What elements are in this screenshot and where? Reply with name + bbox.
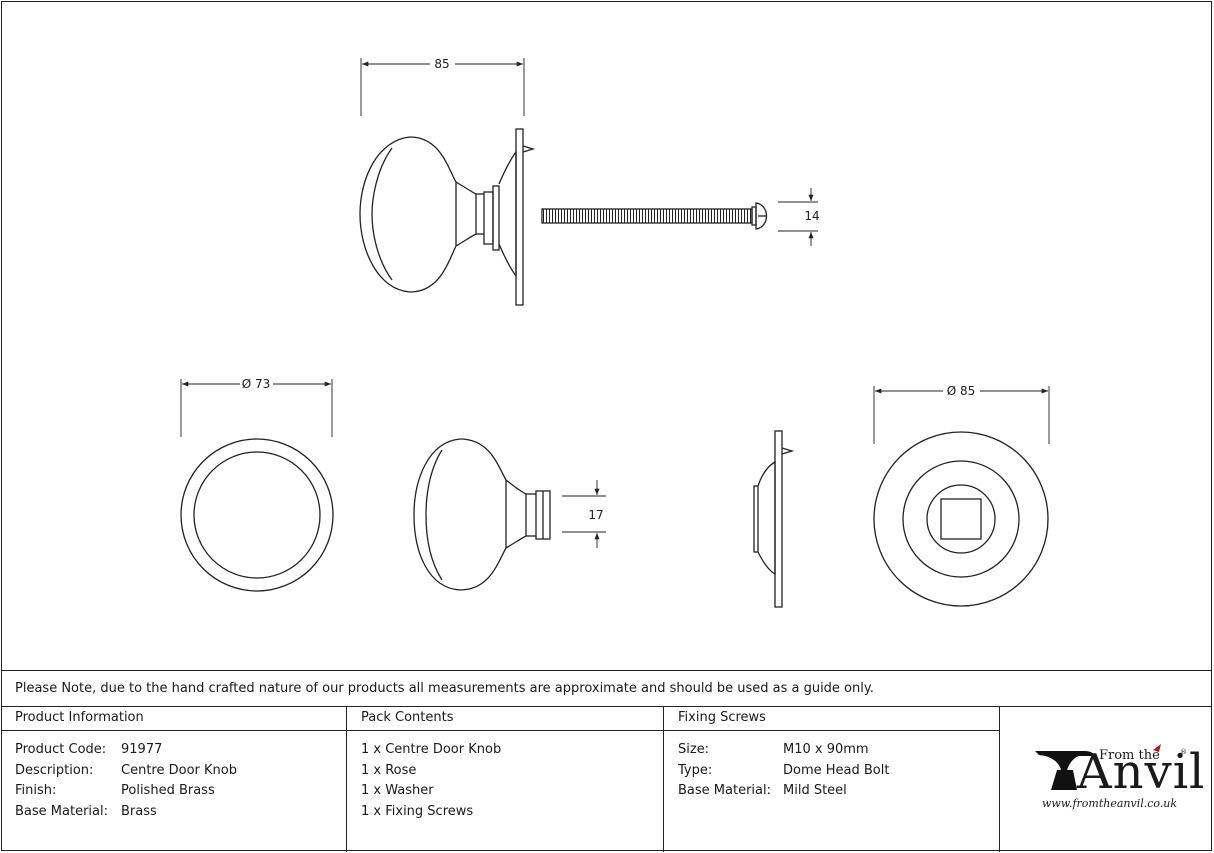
fixing-screws-section: Fixing Screws Size: M10 x 90mm Type: Dome … — [664, 706, 1000, 852]
screw-value: Dome Head Bolt — [783, 762, 890, 778]
fixing-screws-heading: Fixing Screws — [664, 706, 999, 731]
info-value: 91977 — [121, 742, 163, 757]
anvil-icon — [1035, 744, 1161, 790]
screw-row: Base Material: Mild Steel — [678, 781, 985, 802]
screw-row: Size: M10 x 90mm — [678, 740, 985, 761]
dim-bolt-head: 14 — [804, 209, 819, 223]
info-row: Base Material: Brass — [15, 802, 332, 823]
screw-value: Mild Steel — [783, 783, 847, 799]
info-label: Base Material: — [15, 803, 108, 819]
knob-side-view — [413, 438, 606, 591]
info-row: Product Code: 91977 — [15, 740, 332, 761]
pack-contents-section: Pack Contents 1 x Centre Door Knob 1 x R… — [347, 706, 664, 852]
screw-label: Type: — [678, 762, 713, 778]
screw-label: Base Material: — [678, 783, 771, 799]
info-label: Description: — [15, 762, 94, 778]
info-value: Centre Door Knob — [121, 762, 237, 778]
pack-item: 1 x Washer — [361, 783, 434, 799]
logo-name: Anvil — [1077, 744, 1206, 800]
pack-item: 1 x Fixing Screws — [361, 803, 474, 819]
technical-drawing: 85 14 Ø 73 17 Ø 85 — [180, 57, 1050, 608]
info-value: Polished Brass — [121, 783, 215, 799]
info-row: Finish: Polished Brass — [15, 781, 332, 802]
logo-url: www.fromtheanvil.co.uk — [1042, 797, 1178, 810]
pack-item: 1 x Rose — [361, 762, 417, 778]
logo-registered: ® — [1180, 748, 1187, 756]
dim-knob-length: 85 — [434, 57, 449, 71]
rose-side-view — [753, 430, 795, 608]
info-row: Description: Centre Door Knob — [15, 761, 332, 782]
info-label: Product Code: — [15, 742, 107, 757]
from-the-anvil-logo: From the Anvil ® www.fromtheanvil.co.uk — [999, 706, 1212, 852]
product-information-heading: Product Information — [1, 706, 346, 731]
product-information-section: Product Information Product Code: 91977 D… — [1, 706, 347, 852]
side-view-assembly — [359, 58, 818, 306]
knob-front-view — [180, 379, 334, 592]
screw-label: Size: — [678, 742, 710, 757]
pack-contents-heading: Pack Contents — [347, 706, 663, 731]
measurement-note: Please Note, due to the hand crafted nat… — [1, 670, 1212, 707]
info-label: Finish: — [15, 783, 57, 799]
dim-rose-diameter: Ø 85 — [947, 384, 976, 398]
dim-knob-diameter: Ø 73 — [242, 377, 271, 391]
screw-row: Type: Dome Head Bolt — [678, 761, 985, 782]
rose-rear-view — [873, 386, 1050, 607]
pack-item: 1 x Centre Door Knob — [361, 742, 502, 757]
logo-from-the: From the — [1099, 748, 1160, 763]
dim-neck: 17 — [588, 508, 603, 522]
product-table: Product Information Product Code: 91977 D… — [1, 706, 1212, 852]
info-value: Brass — [121, 803, 157, 819]
screw-value: M10 x 90mm — [783, 742, 869, 757]
